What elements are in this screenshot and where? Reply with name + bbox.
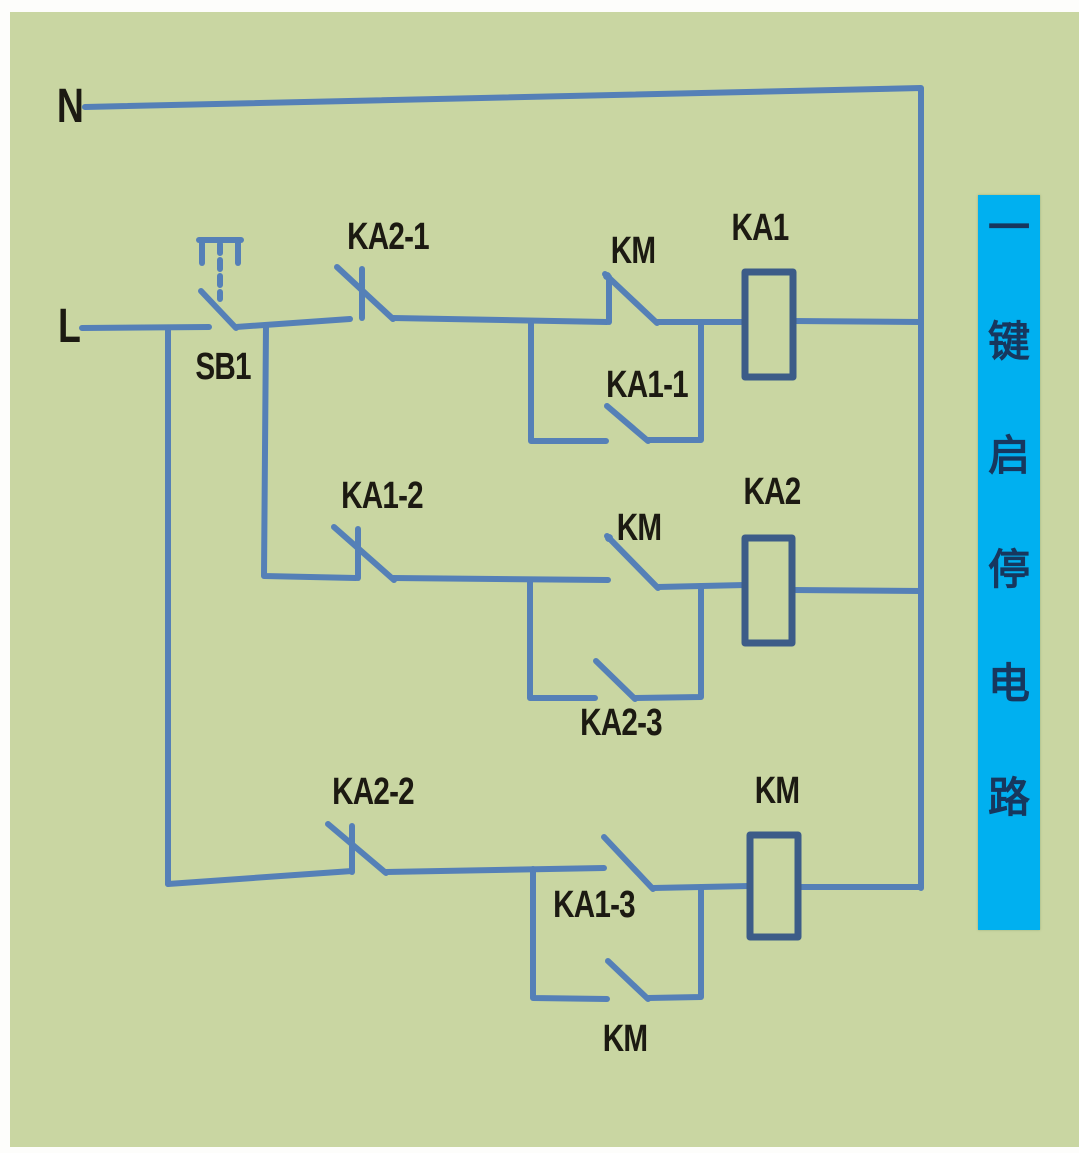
ka1-3-no-contact-symbol xyxy=(601,834,656,892)
sb1-contact-blade xyxy=(198,288,239,331)
rung2-ka2-coil-label: KA2 xyxy=(743,471,802,513)
banner-char-4: 停 xyxy=(987,546,1031,593)
ka2-coil-symbol xyxy=(741,534,796,647)
title-banner: 一 键 启 停 电 路 xyxy=(978,195,1040,930)
banner-char-3: 启 xyxy=(987,432,1031,479)
sb1-label: SB1 xyxy=(195,346,251,388)
km-coil-symbol xyxy=(746,831,802,941)
rung1-ka1-1-label: KA1-1 xyxy=(606,364,689,406)
km-holding-branch-wires xyxy=(530,866,704,1002)
banner-char-1: 一 xyxy=(987,204,1031,251)
rung2-ka1-2-label: KA1-2 xyxy=(341,475,424,517)
rung1-ka1-coil-label: KA1 xyxy=(731,207,790,249)
ka1-coil-symbol xyxy=(741,268,797,381)
rung1-km-label: KM xyxy=(610,230,656,272)
rung3-km-branch-label: KM xyxy=(602,1018,648,1060)
ka2-2-nc-contact-symbol xyxy=(325,821,389,876)
rung3-ka1-3-label: KA1-3 xyxy=(553,884,636,926)
km-no-contact-symbol-rung1 xyxy=(602,271,660,326)
sb1-pushbutton-symbol xyxy=(196,237,244,331)
neutral-rail-label: N xyxy=(56,80,84,133)
rung3-km-coil-label: KM xyxy=(754,770,800,812)
rung2-ka2-3-label: KA2-3 xyxy=(580,702,663,744)
ka1-2-nc-contact-symbol xyxy=(331,524,397,583)
banner-char-5: 电 xyxy=(987,660,1031,707)
ka2-3-holding-branch-wires xyxy=(527,577,704,701)
line-rail-label: L xyxy=(57,300,81,353)
rung3-ka2-2-label: KA2-2 xyxy=(332,771,415,813)
rung1-wires xyxy=(233,315,924,330)
ka2-3-no-contact-symbol xyxy=(593,658,638,702)
km-no-contact-symbol-rung2 xyxy=(604,533,661,591)
rung3-wires xyxy=(165,865,924,891)
km-no-contact-symbol-branch3 xyxy=(605,958,651,1002)
banner-char-6: 路 xyxy=(987,774,1031,821)
banner-char-2: 键 xyxy=(987,318,1031,365)
rung2-km-label: KM xyxy=(616,507,662,549)
ka1-1-no-contact-symbol xyxy=(604,403,651,444)
line-rail-wire xyxy=(79,324,212,331)
ka2-1-nc-contact-symbol xyxy=(334,264,396,322)
rung2-feeder-column-wire xyxy=(261,322,359,581)
neutral-rail-and-right-bus-wire xyxy=(82,85,924,891)
ka1-1-holding-branch-wires xyxy=(528,319,704,444)
rung1-ka2-1-label: KA2-1 xyxy=(347,216,430,258)
